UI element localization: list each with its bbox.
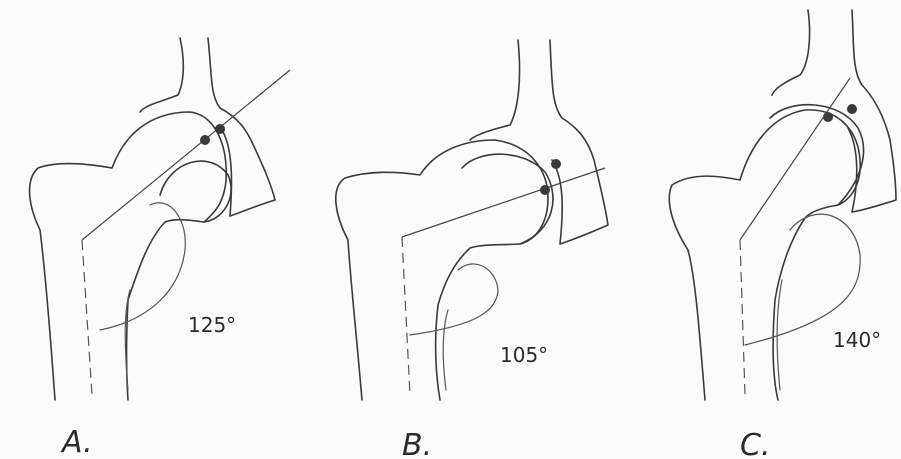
center-dot-b2 (551, 159, 561, 169)
panel-letter-b: B. (402, 428, 432, 459)
neck-axis-a (82, 70, 290, 240)
center-dot-c2 (847, 104, 857, 114)
acetabulum-a (140, 38, 275, 216)
shaft-inner-b (443, 310, 448, 390)
acetabulum-c (772, 10, 896, 212)
center-dot-b1 (540, 185, 550, 195)
center-dot-a2 (215, 124, 225, 134)
femoral-head-a (160, 161, 231, 222)
center-dot-a1 (200, 135, 210, 145)
femur-outline-c (669, 110, 860, 400)
angle-label-a: 125° (188, 313, 236, 337)
head-arc-c (745, 214, 860, 345)
shaft-axis-c (740, 240, 745, 395)
center-dot-c1 (823, 112, 833, 122)
panel-letter-c: C. (740, 428, 770, 459)
angle-label-c: 140° (833, 328, 881, 352)
femoral-head-c (770, 105, 864, 205)
angle-label-b: 105° (500, 343, 548, 367)
neck-axis-b (402, 168, 605, 237)
panel-letter-a: A. (60, 425, 93, 459)
femur-outline-a (30, 112, 227, 400)
panel-b: 105° B. (336, 40, 608, 459)
panel-c: 140° C. (669, 10, 896, 459)
panel-a: 125° A. (30, 38, 290, 459)
acetabulum-b (470, 40, 608, 244)
shaft-axis-b (402, 237, 410, 395)
neck-axis-c (740, 78, 850, 240)
head-arc-a (100, 203, 185, 330)
shaft-axis-a (82, 240, 92, 395)
head-arc-b (410, 264, 498, 335)
